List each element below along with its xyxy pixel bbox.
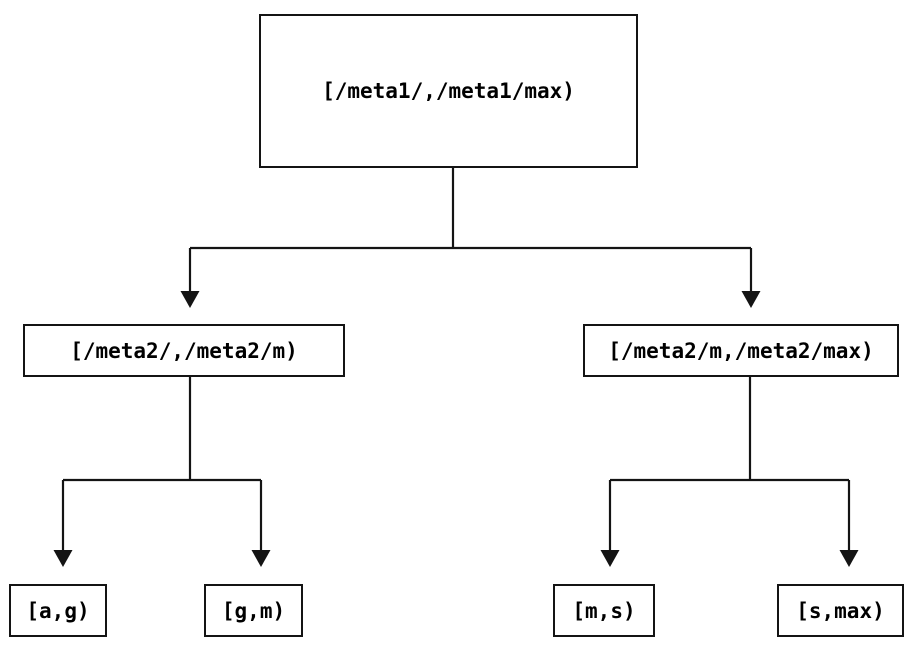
node-leaf-smax-label: [s,max) <box>796 598 885 623</box>
node-leaf-ag-label: [a,g) <box>26 598 90 623</box>
node-meta2-left-label: [/meta2/,/meta2/m) <box>70 338 298 363</box>
arrowhead-icon <box>600 550 620 567</box>
node-leaf-ag: [a,g) <box>9 584 107 637</box>
arrowhead-icon <box>251 550 271 567</box>
arrowhead-icon <box>53 550 73 567</box>
node-leaf-gm: [g,m) <box>204 584 303 637</box>
node-meta2-right: [/meta2/m,/meta2/max) <box>583 324 899 377</box>
arrowhead-icon <box>741 291 761 308</box>
node-leaf-gm-label: [g,m) <box>221 598 286 623</box>
arrowhead-icon <box>180 291 200 308</box>
node-root-label: [/meta1/,/meta1/max) <box>322 79 575 103</box>
node-meta2-left: [/meta2/,/meta2/m) <box>23 324 345 377</box>
node-leaf-ms: [m,s) <box>553 584 655 637</box>
arrowhead-icon <box>839 550 859 567</box>
node-root: [/meta1/,/meta1/max) <box>259 14 638 168</box>
node-meta2-right-label: [/meta2/m,/meta2/max) <box>608 338 874 363</box>
node-leaf-smax: [s,max) <box>777 584 904 637</box>
node-leaf-ms-label: [m,s) <box>572 598 636 623</box>
